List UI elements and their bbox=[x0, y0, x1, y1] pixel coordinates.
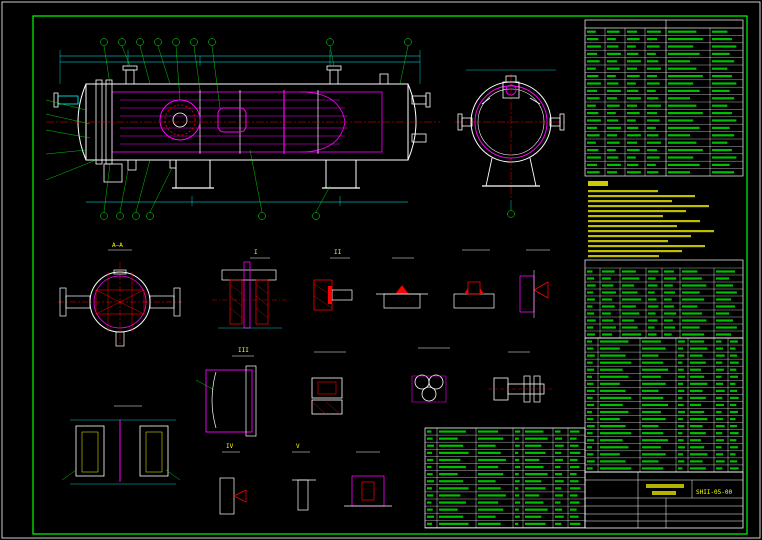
weld-detail-3 bbox=[519, 249, 550, 318]
detail-label-i: I bbox=[254, 249, 258, 256]
detail-i: I bbox=[212, 249, 292, 329]
weld-detail-2 bbox=[453, 249, 495, 309]
weld-detail-1 bbox=[376, 257, 428, 309]
detail-label-iii: III bbox=[238, 347, 249, 354]
detail-bolt bbox=[488, 351, 552, 403]
inner-border bbox=[32, 15, 748, 535]
detail-label-iv: IV bbox=[226, 443, 234, 450]
detail-iv: IV bbox=[219, 443, 247, 515]
detail-v: V bbox=[292, 443, 316, 511]
end-view bbox=[455, 69, 567, 218]
detail-block-a bbox=[311, 351, 346, 415]
detail-label-v: V bbox=[296, 443, 300, 450]
main-elevation-view bbox=[45, 38, 440, 220]
detail-a-a: A—A bbox=[58, 242, 182, 347]
detail-label-a-a: A—A bbox=[112, 242, 123, 249]
tech-spec-table bbox=[584, 19, 744, 177]
detail-iii: III bbox=[205, 347, 257, 437]
detail-tube-bundle bbox=[411, 347, 450, 403]
nozzle-table bbox=[584, 259, 744, 339]
detail-label-ii: II bbox=[334, 249, 342, 256]
detail-ii: II bbox=[313, 249, 353, 311]
detail-weld-bottom bbox=[344, 451, 392, 507]
parts-list-right bbox=[584, 337, 744, 473]
tech-requirements bbox=[588, 181, 714, 258]
drawing-number: SHII-05-00 bbox=[696, 489, 733, 496]
title-block: SHII-05-00 bbox=[584, 471, 744, 529]
parts-list-bottom bbox=[424, 427, 586, 529]
detail-support-plate bbox=[70, 405, 176, 485]
